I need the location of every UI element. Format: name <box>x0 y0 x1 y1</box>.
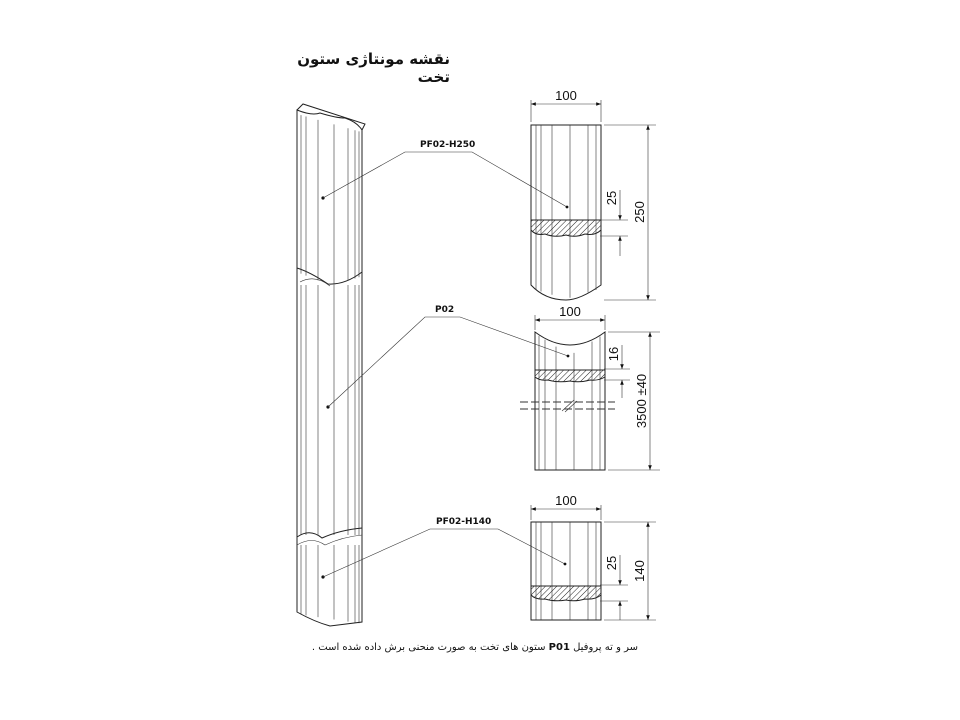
shaft <box>296 268 363 540</box>
column-isometric <box>296 103 366 627</box>
label-shaft: P02 <box>435 305 454 315</box>
dim-top-band: 25 <box>604 191 619 205</box>
label-bottom-piece: PF02-H140 <box>436 517 491 527</box>
drawing-title: نقشه مونتاژی ستون تخت <box>297 50 450 86</box>
note-text-before: سر و ته پروفیل <box>569 642 638 653</box>
dim-top-height: 250 <box>632 201 647 223</box>
dim-top-width: 100 <box>555 88 577 103</box>
dim-shaft-height: 3500 ±40 <box>634 374 649 428</box>
dim-shaft-band: 16 <box>606 347 621 361</box>
detail-top-piece: 100 250 25 <box>530 88 656 301</box>
detail-bottom-piece: 100 140 25 <box>530 493 656 621</box>
top-piece <box>296 103 366 285</box>
dim-bottom-width: 100 <box>555 493 577 508</box>
bottom-piece <box>296 527 363 627</box>
note-profile-code: P01 <box>548 642 570 653</box>
detail-shaft: 100 3500 ±40 16 <box>520 304 660 471</box>
note-text-after: ستون های تخت به صورت منحنی برش داده شده … <box>311 642 549 653</box>
dim-bottom-band: 25 <box>604 556 619 570</box>
dim-bottom-height: 140 <box>632 560 647 582</box>
drawing-note: سر و ته پروفیل P01 ستون های تخت به صورت … <box>300 642 638 653</box>
label-top-piece: PF02-H250 <box>420 140 475 150</box>
dim-shaft-width: 100 <box>559 304 581 319</box>
